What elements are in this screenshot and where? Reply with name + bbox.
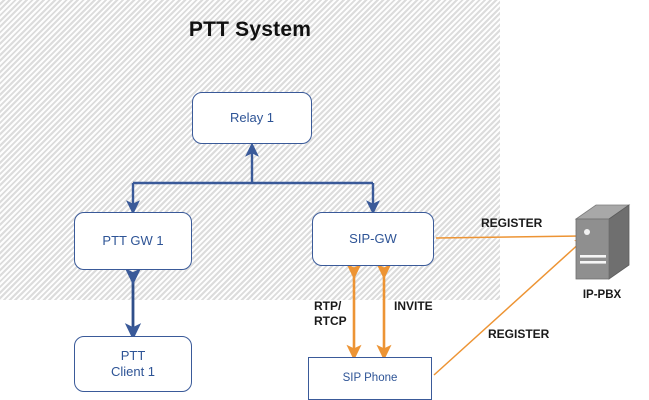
server-label-ip-pbx: IP-PBX bbox=[582, 289, 622, 301]
node-ptt-gw-1[interactable]: PTT GW 1 bbox=[74, 212, 192, 270]
node-sip-gw[interactable]: SIP-GW bbox=[312, 212, 434, 266]
node-sip-gw-label: SIP-GW bbox=[349, 230, 397, 246]
edge-label-rtp-rtcp: RTP/ RTCP bbox=[314, 299, 347, 328]
edge-label-register-bottom: REGISTER bbox=[488, 327, 550, 341]
node-relay-1[interactable]: Relay 1 bbox=[192, 92, 312, 144]
server-tower-icon bbox=[574, 204, 631, 280]
node-ptt-client-1[interactable]: PTT Client 1 bbox=[74, 336, 192, 392]
node-relay-1-label: Relay 1 bbox=[229, 109, 275, 125]
page-title: PTT System bbox=[188, 18, 312, 41]
node-sip-phone[interactable]: SIP Phone bbox=[308, 357, 432, 400]
node-sip-phone-label: SIP Phone bbox=[342, 372, 398, 385]
node-ptt-client-1-label: PTT Client 1 bbox=[110, 347, 156, 379]
node-ptt-gw-1-label: PTT GW 1 bbox=[102, 232, 164, 248]
edge-label-register-top: REGISTER bbox=[481, 216, 543, 230]
edge-label-invite: INVITE bbox=[394, 299, 433, 313]
